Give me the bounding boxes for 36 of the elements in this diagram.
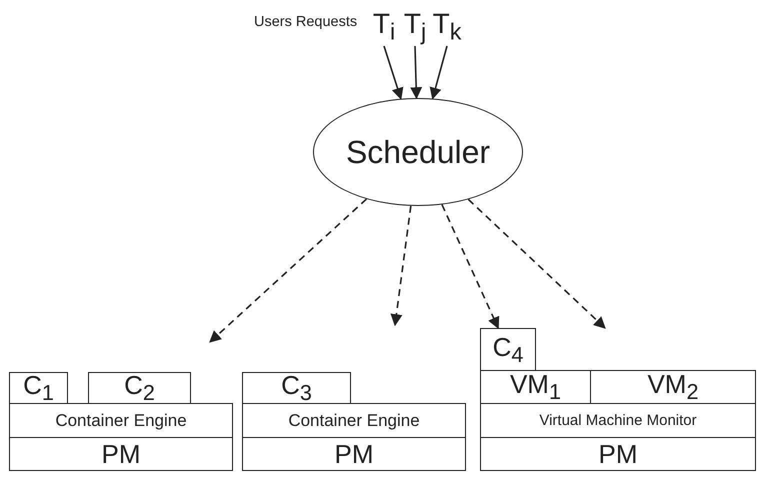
box-label: VM$_{1}$: [510, 371, 562, 403]
caption-text: Users Requests: [254, 14, 358, 30]
engine-box: [9, 403, 233, 438]
box-label: C$_{1}$: [23, 372, 54, 404]
box-label: PM: [598, 441, 638, 467]
box-label: Container Engine: [288, 412, 420, 429]
arrow: [383, 46, 404, 100]
box-label: PM: [334, 441, 374, 467]
dashed-arrow: [390, 206, 412, 326]
task-label: T$_{j}$: [404, 10, 426, 44]
box-label: Virtual Machine Monitor: [539, 413, 697, 428]
box-label: PM: [102, 441, 140, 467]
dashed-arrow: [441, 204, 500, 330]
container-box: [480, 328, 536, 371]
arrow: [410, 46, 422, 100]
box-label: Container Engine: [55, 412, 187, 429]
machine-box: [242, 437, 466, 471]
machine-box: [480, 437, 756, 471]
arrow: [430, 46, 448, 100]
vm-box: [480, 370, 591, 404]
box-label: C$_{4}$: [492, 334, 524, 366]
dashed-arrow: [468, 198, 606, 329]
box-label: VM$_{2}$: [647, 371, 699, 403]
task-label: T$_{i}$: [372, 10, 396, 44]
container-box: [242, 372, 351, 404]
monitor-box: [480, 403, 756, 438]
vm-box: [590, 370, 756, 404]
box-label: Scheduler: [346, 136, 490, 168]
box-label: C$_{2}$: [124, 372, 155, 404]
task-label: T$_{k}$: [432, 10, 462, 44]
dashed-arrow: [209, 198, 368, 343]
machine-box: [9, 437, 233, 471]
container-box: [9, 372, 68, 404]
engine-box: [242, 403, 466, 438]
container-box: [88, 372, 191, 404]
box-label: C$_{3}$: [281, 372, 312, 404]
